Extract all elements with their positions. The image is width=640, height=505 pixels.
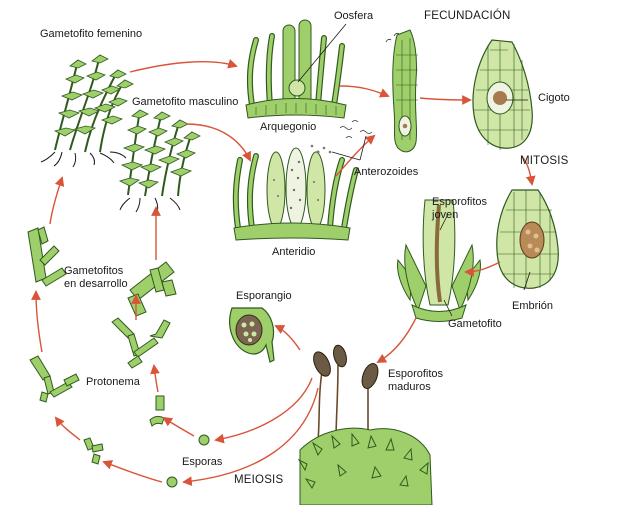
arrow-mature-to-sporangium (274, 325, 301, 351)
mature-sporophytes-illustration (297, 344, 433, 505)
label-mitosis: MITOSIS (520, 155, 569, 167)
arrow-spore-to-protonema (162, 416, 195, 437)
arrow-protonema-up-1 (150, 364, 160, 393)
arrow-young-sporophyte-to-mature (376, 317, 417, 363)
arrow-fertilization-to-zygote (419, 95, 472, 105)
arrow-female-to-archegonium (129, 59, 238, 73)
arrow-embryo-to-young-sporophyte (464, 261, 501, 277)
archegonium-illustration (245, 19, 347, 119)
label-protonema: Protonema (86, 376, 140, 388)
label-gametofito-femenino: Gametofito femenino (40, 28, 143, 40)
protonema-illustration (29, 317, 171, 465)
arrow-to-spore-1 (214, 377, 313, 444)
fertilization-illustration (392, 29, 418, 153)
label-gametofitos-en-desarrollo: Gametofitos en desarrollo (64, 265, 128, 290)
label-anterozoides: Anterozoides (354, 166, 419, 178)
developing-gametophytes-illustration (27, 226, 177, 317)
label-anteridio: Anteridio (272, 246, 316, 258)
sporangium-illustration (229, 307, 275, 363)
label-gametofito-masculino: Gametofito masculino (132, 96, 239, 108)
arrow-filament-to-protonema-left (54, 416, 81, 441)
antheridium-illustration (232, 144, 359, 241)
young-sporophyte-illustration (397, 199, 481, 322)
arrow-to-spore-2 (182, 387, 319, 487)
arrow-spore-to-filament (102, 460, 163, 483)
label-leader-lines (297, 23, 531, 317)
label-fecundacion: FECUNDACIÓN (424, 10, 511, 22)
label-embrion: Embrión (512, 300, 553, 312)
arrow-male-to-antheridium (185, 123, 251, 162)
label-esporofitos-joven: Esporofitos joven (432, 196, 488, 221)
arrow-archegonium-to-fertilization (339, 85, 390, 98)
label-meiosis: MEIOSIS (234, 474, 284, 486)
label-esporofitos-maduros: Esporofitos maduros (388, 368, 444, 393)
zygote-illustration (472, 39, 533, 150)
male-gametophyte-illustration (118, 109, 201, 213)
label-esporangio: Esporangio (236, 290, 292, 302)
embryo-illustration (496, 189, 559, 289)
arrow-zygote-to-embryo (521, 155, 536, 186)
female-gametophyte-illustration (40, 54, 134, 168)
label-esporas: Esporas (182, 456, 223, 468)
label-gametofito: Gametofito (448, 318, 502, 330)
arrow-left-to-female (49, 176, 65, 225)
arrow-antheridium-to-fertilization (335, 134, 376, 177)
spores-illustration (166, 434, 210, 488)
label-oosfera: Oosfera (334, 10, 374, 22)
label-arquegonio: Arquegonio (260, 121, 317, 133)
cycle-arrows (31, 59, 536, 487)
arrow-left-up (31, 290, 43, 353)
label-cigoto: Cigoto (538, 92, 570, 104)
